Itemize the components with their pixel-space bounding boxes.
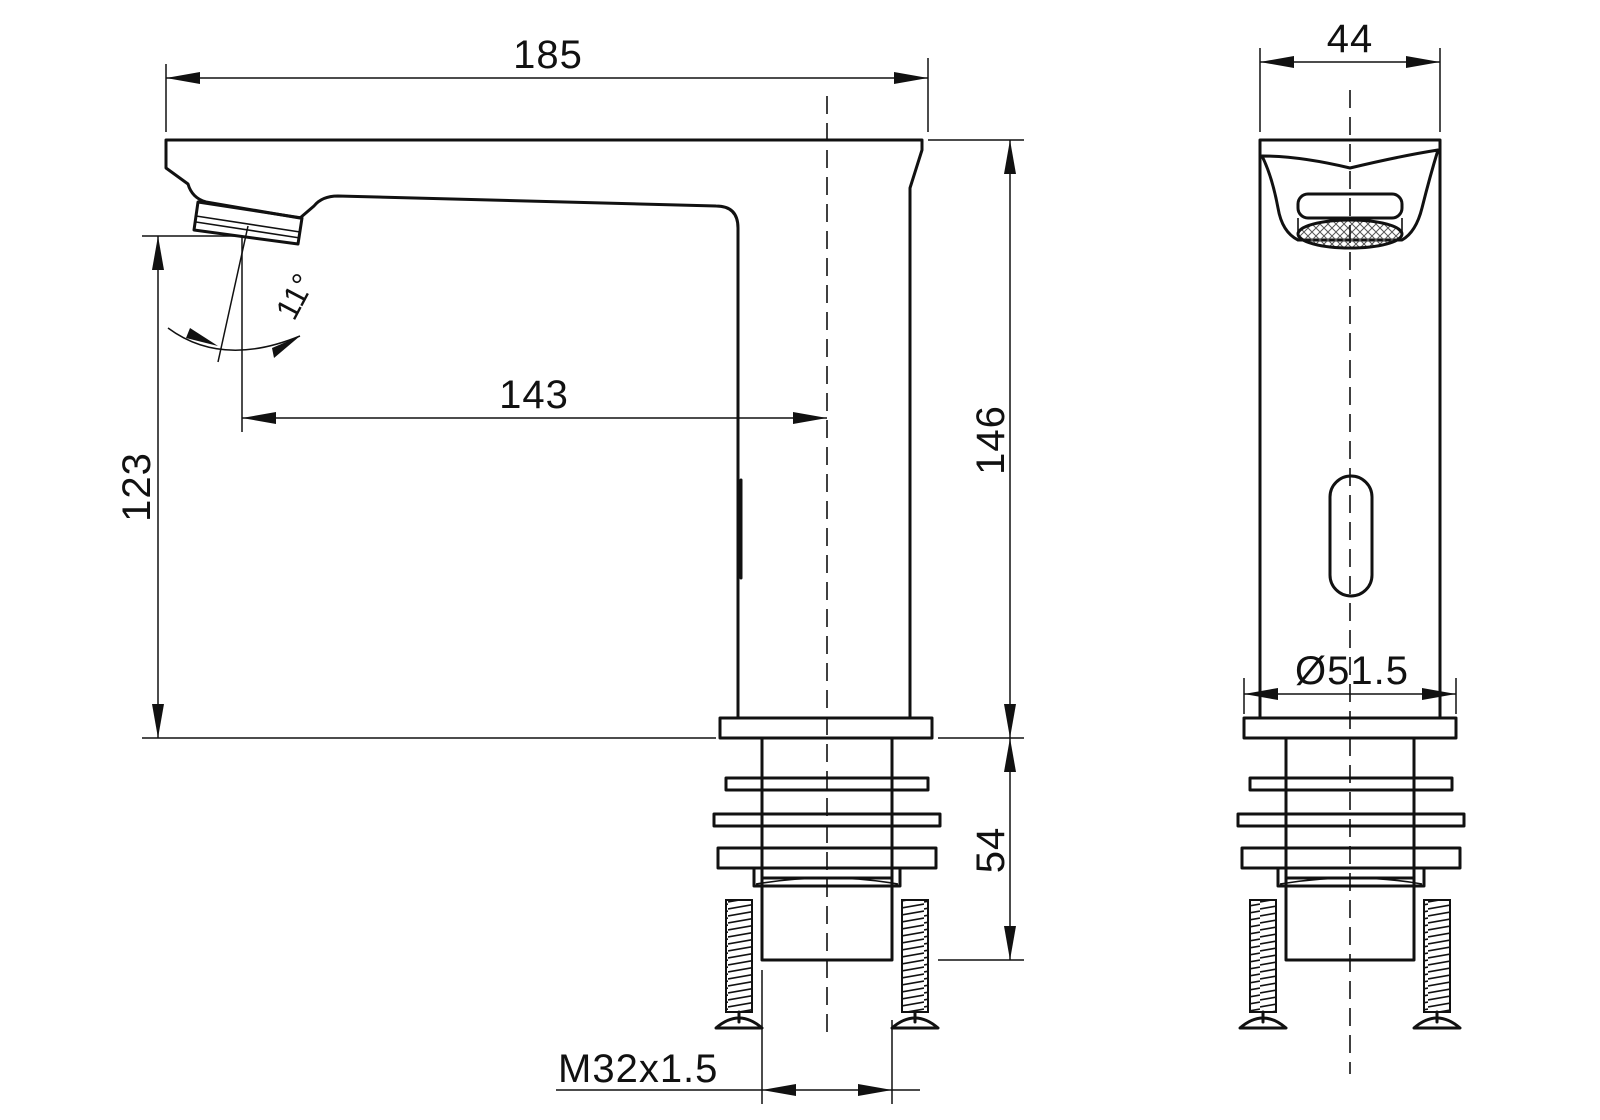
front-stud-right [1412, 899, 1462, 1030]
dim-body-height: 146 [928, 139, 1024, 739]
dim-spout-angle-label: 11° [268, 268, 321, 326]
side-aerator [192, 200, 304, 246]
dim-overall-length-label: 185 [513, 33, 583, 77]
front-spout-head [1260, 148, 1440, 242]
dim-base-diameter-label: Ø51.5 [1295, 649, 1409, 693]
dim-shank-length: 54 [938, 738, 1024, 961]
dim-spout-height: 123 [115, 235, 716, 739]
front-view: 44 Ø51.5 [1236, 17, 1466, 1074]
side-stud-left [714, 899, 764, 1030]
front-washer-3 [1240, 846, 1462, 870]
dim-thread-label: M32x1.5 [558, 1047, 718, 1091]
dim-thread: M32x1.5 [556, 970, 920, 1104]
front-aerator [1296, 192, 1404, 250]
dim-reach: 143 [241, 236, 827, 432]
dim-overall-length: 185 [165, 33, 929, 132]
dim-base-diameter: Ø51.5 [1243, 649, 1457, 714]
dim-spout-angle: 11° [167, 225, 322, 363]
dim-depth: 44 [1259, 17, 1441, 132]
dim-depth-label: 44 [1327, 17, 1374, 61]
dim-shank-length-label: 54 [969, 827, 1013, 874]
front-sensor-window [1328, 474, 1374, 598]
front-stud-left [1238, 899, 1288, 1030]
front-nut [1276, 866, 1426, 888]
front-washer-2 [1236, 812, 1466, 828]
dim-spout-height-label: 123 [115, 452, 159, 522]
dim-body-height-label: 146 [969, 405, 1013, 475]
side-body-outline [164, 138, 924, 720]
dim-reach-label: 143 [499, 373, 569, 417]
side-base-plate [718, 716, 934, 740]
front-washer-1 [1248, 776, 1454, 792]
side-stud-right [890, 899, 940, 1030]
side-view: 185 143 123 146 [115, 33, 1024, 1104]
